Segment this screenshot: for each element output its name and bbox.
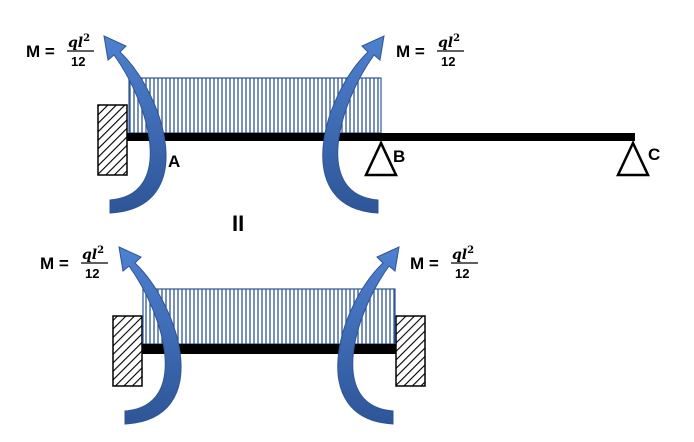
moment-prefix: M =	[410, 254, 439, 273]
top-left-moment-arrow	[103, 35, 167, 214]
bottom-left-moment-formula: M = ql2 12	[40, 245, 108, 281]
top-beam	[127, 133, 635, 141]
bottom-right-moment-formula: M = ql2 12	[410, 245, 478, 281]
support-c-label: C	[648, 145, 660, 164]
bottom-beam	[142, 344, 396, 354]
support-b-label: B	[393, 147, 405, 166]
bottom-left-fixed-wall	[112, 315, 143, 387]
moment-denominator: 12	[71, 54, 85, 69]
moment-numerator: ql2	[82, 245, 104, 263]
moment-denominator: 12	[455, 266, 469, 281]
bottom-left-moment-arrow	[118, 246, 182, 425]
moment-numerator: ql2	[438, 33, 460, 51]
bottom-right-fixed-wall	[395, 315, 426, 387]
bottom-system: M = ql2 12 M = ql2 12	[40, 245, 478, 425]
moment-numerator: ql2	[452, 245, 474, 263]
support-b-triangle	[364, 140, 398, 177]
top-left-moment-formula: M = ql2 12	[26, 33, 94, 69]
bottom-right-moment-arrow	[337, 246, 400, 425]
support-c-triangle	[616, 140, 650, 177]
moment-denominator: 12	[85, 266, 99, 281]
top-right-moment-formula: M = ql2 12	[396, 33, 464, 69]
moment-denominator: 12	[441, 54, 455, 69]
top-right-moment-arrow	[322, 35, 385, 214]
moment-prefix: M =	[396, 42, 425, 61]
equivalence-symbol: II	[232, 211, 244, 236]
moment-prefix: M =	[26, 42, 55, 61]
moment-prefix: M =	[40, 254, 69, 273]
top-fixed-wall	[97, 104, 128, 176]
moment-numerator: ql2	[68, 33, 90, 51]
top-system: A B C M = ql2 12 M = ql2 12	[26, 33, 660, 214]
support-a-label: A	[168, 152, 180, 171]
